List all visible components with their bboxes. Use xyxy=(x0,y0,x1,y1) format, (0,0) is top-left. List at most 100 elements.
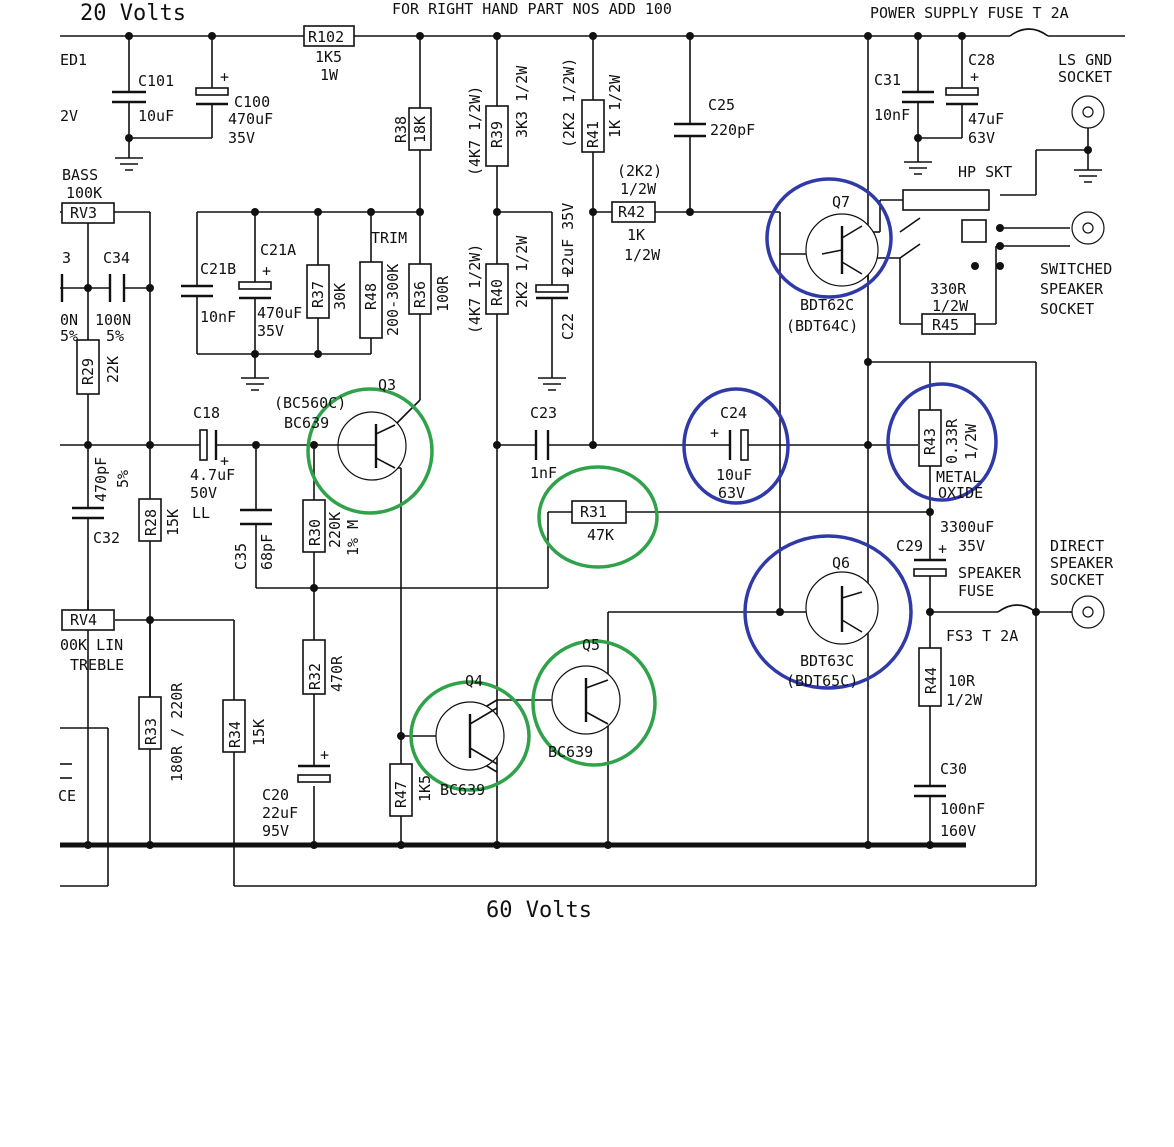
junction-dot xyxy=(1084,146,1092,154)
junction-dot xyxy=(1032,608,1040,616)
q3-symbol xyxy=(337,411,407,481)
c100-value: 470uF xyxy=(228,110,273,128)
c23-ref: C23 xyxy=(530,404,557,422)
c24-plus: + xyxy=(710,424,719,442)
r34-ref: R34 xyxy=(226,721,244,748)
c33-value-fragment: 0N xyxy=(60,311,78,329)
fs3-label: FS3 T 2A xyxy=(946,627,1018,645)
r39-ref: R39 xyxy=(488,121,506,148)
c18-voltage: 50V xyxy=(190,484,217,502)
junction-dot xyxy=(926,508,934,516)
direct-label-3: SOCKET xyxy=(1050,571,1104,589)
c29-ref: C29 xyxy=(896,537,923,555)
r33-value: 180R / 220R xyxy=(168,682,186,782)
ed1-value: 2V xyxy=(60,107,78,125)
junction-dot xyxy=(958,32,966,40)
c35-ref: C35 xyxy=(232,543,250,570)
q3-type: BC639 xyxy=(284,414,329,432)
junction-dot xyxy=(864,32,872,40)
r43-power: 1/2W xyxy=(962,423,980,460)
r43-oxide: OXIDE xyxy=(938,484,983,502)
r32-ref: R32 xyxy=(306,663,324,690)
r102-power: 1W xyxy=(320,66,339,84)
junction-dots xyxy=(84,32,1092,849)
r42-value: 1K xyxy=(627,226,645,244)
junction-dot xyxy=(493,841,501,849)
r42-power: 1/2W xyxy=(624,246,661,264)
highlight-q4 xyxy=(409,680,531,792)
c101-value: 10uF xyxy=(138,107,174,125)
junction-dot xyxy=(146,441,154,449)
junction-dot xyxy=(310,584,318,592)
ls-gnd-label-2: SOCKET xyxy=(1058,68,1112,86)
r32-body xyxy=(302,639,326,695)
ed1-label: ED1 xyxy=(60,51,87,69)
r40-value: 2K2 1/2W xyxy=(513,235,531,308)
speaker-fuse-1: SPEAKER xyxy=(958,564,1022,582)
r42-ref: R42 xyxy=(618,203,645,221)
junction-dot xyxy=(926,608,934,616)
r31-ref: R31 xyxy=(580,503,607,521)
c29-plus: + xyxy=(938,540,947,558)
c20-ref: C20 xyxy=(262,786,289,804)
r38-ref: R38 xyxy=(392,116,410,143)
r47-ref: R47 xyxy=(392,781,410,808)
c25-value: 220pF xyxy=(710,121,755,139)
junction-dot xyxy=(864,358,872,366)
highlight-circles xyxy=(306,177,998,792)
junction-dot xyxy=(971,262,979,270)
c30-value: 100nF xyxy=(940,800,985,818)
c28-value: 47uF xyxy=(968,110,1004,128)
r40-alt: (4K7 1/2W) xyxy=(466,244,484,334)
junction-dot xyxy=(314,350,322,358)
junction-dot xyxy=(252,441,260,449)
rv3-top1: BASS xyxy=(62,166,98,184)
r34-body xyxy=(222,699,246,753)
hp-switch-contacts xyxy=(961,219,987,243)
junction-dot xyxy=(686,208,694,216)
junction-dot xyxy=(589,441,597,449)
r38-body xyxy=(408,107,432,151)
r44-value: 10R xyxy=(948,672,976,690)
r34-value: 15K xyxy=(250,719,268,746)
rv3-ref: RV3 xyxy=(70,204,97,222)
q4-ref: Q4 xyxy=(465,672,483,690)
c100-voltage: 35V xyxy=(228,129,255,147)
hp-skt-label: HP SKT xyxy=(958,163,1012,181)
r37-ref: R37 xyxy=(309,281,327,308)
r36-ref: R36 xyxy=(411,281,429,308)
junction-dot xyxy=(589,208,597,216)
c28-voltage: 63V xyxy=(968,129,995,147)
c30-ref: C30 xyxy=(940,760,967,778)
r29-body xyxy=(76,339,100,395)
r43-body xyxy=(918,409,942,467)
r44-body xyxy=(918,647,942,707)
q4-symbol xyxy=(435,701,505,771)
highlight-q5 xyxy=(531,639,657,767)
r102-body xyxy=(303,25,355,47)
junction-dot xyxy=(146,284,154,292)
junction-dot xyxy=(84,441,92,449)
q4-type: BC639 xyxy=(440,781,485,799)
r29-value: 22K xyxy=(104,356,122,383)
r28-ref: R28 xyxy=(142,509,160,536)
r39-body xyxy=(485,105,509,167)
rv4-value: 00K LIN xyxy=(60,636,123,654)
r42-alt: (2K2) xyxy=(617,162,662,180)
junction-dot xyxy=(996,242,1004,250)
highlight-r43 xyxy=(886,382,998,502)
r102-ref: R102 xyxy=(308,28,344,46)
highlight-r31 xyxy=(537,465,659,569)
highlight-q3 xyxy=(306,387,434,515)
r48-trim: TRIM xyxy=(371,229,407,247)
ground-symbols xyxy=(115,157,1102,391)
q3-ref: Q3 xyxy=(378,376,396,394)
highlight-c24 xyxy=(682,387,790,505)
r44-power: 1/2W xyxy=(946,691,983,709)
c20-voltage: 95V xyxy=(262,822,289,840)
r42-body xyxy=(611,201,656,223)
r39-value: 3K3 1/2W xyxy=(513,65,531,138)
junction-dot xyxy=(996,262,1004,270)
resistors xyxy=(61,25,990,817)
junction-dot xyxy=(125,134,133,142)
